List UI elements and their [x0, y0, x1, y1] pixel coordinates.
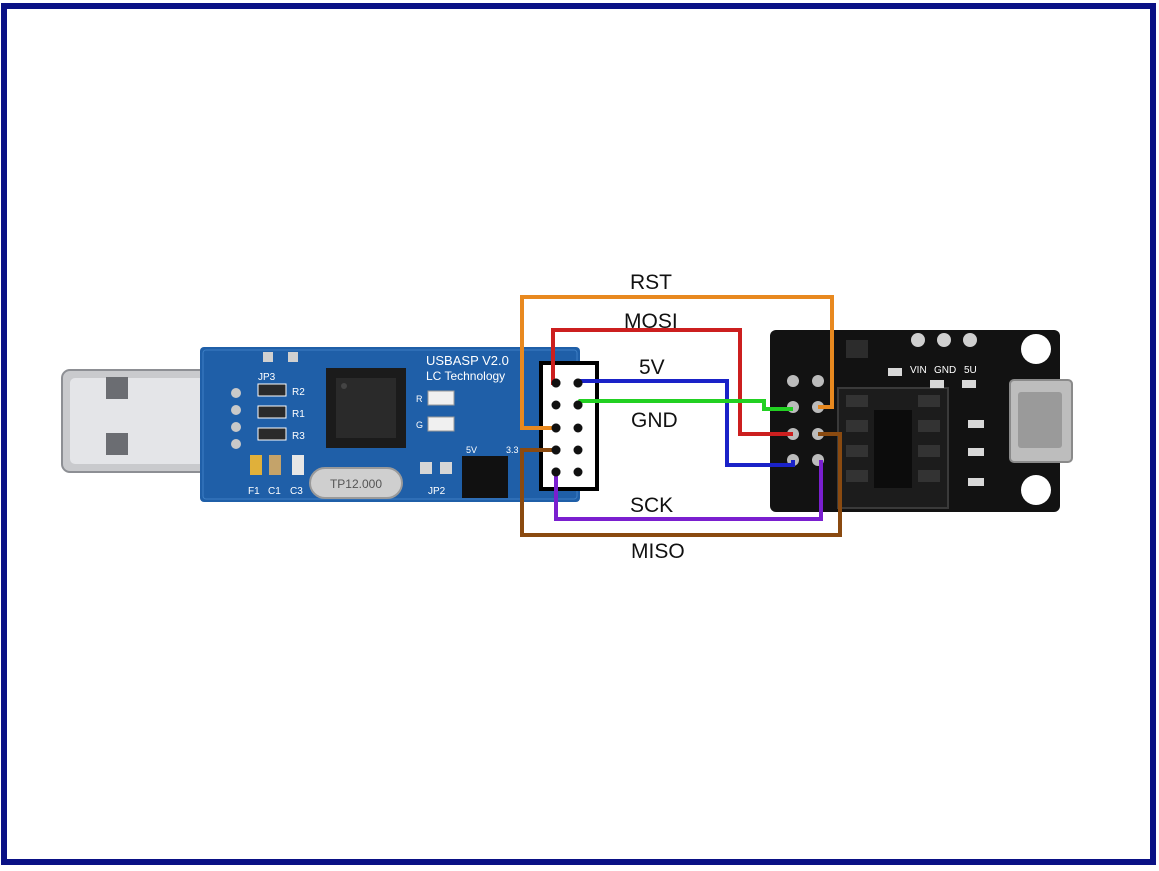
label-led-g: G [416, 420, 423, 430]
label-5u: 5U [964, 365, 977, 376]
board-title: USBASP V2.0 [426, 353, 509, 368]
label-gnd: GND [631, 409, 678, 432]
label-jp2: JP2 [428, 486, 446, 497]
label-r2: R2 [292, 387, 305, 398]
label-r3: R3 [292, 431, 305, 442]
wire-sck [554, 460, 823, 521]
label-jp3: JP3 [258, 372, 276, 383]
board-subtitle: LC Technology [426, 369, 505, 383]
label-f1: F1 [248, 486, 260, 497]
label-r1: R1 [292, 409, 305, 420]
label-jp-33: 3.3 [506, 445, 519, 455]
label-crystal: TP12.000 [330, 477, 382, 491]
label-sck: SCK [630, 494, 673, 517]
label-vin: VIN [910, 365, 927, 376]
label-mosi: MOSI [624, 310, 678, 333]
label-jp-5v: 5V [466, 445, 477, 455]
wire-rst [520, 295, 834, 430]
label-led-r: R [416, 394, 423, 404]
label-miso: MISO [631, 540, 685, 563]
crystal: TP12.000 [309, 467, 403, 499]
wire-miso [520, 432, 842, 537]
microcontroller-chip [326, 368, 406, 448]
chip-socket [837, 387, 949, 509]
adapter-board: VIN GND 5U [770, 330, 1073, 512]
usbasp-board: JP3 R2 R1 R3 F1 C1 C3 TP12.000 USBASP V2… [200, 347, 580, 502]
label-c3: C3 [290, 486, 303, 497]
label-c1: C1 [268, 486, 281, 497]
label-rst: RST [630, 271, 672, 294]
label-adapter-gnd: GND [934, 365, 956, 376]
label-5v: 5V [639, 356, 665, 379]
